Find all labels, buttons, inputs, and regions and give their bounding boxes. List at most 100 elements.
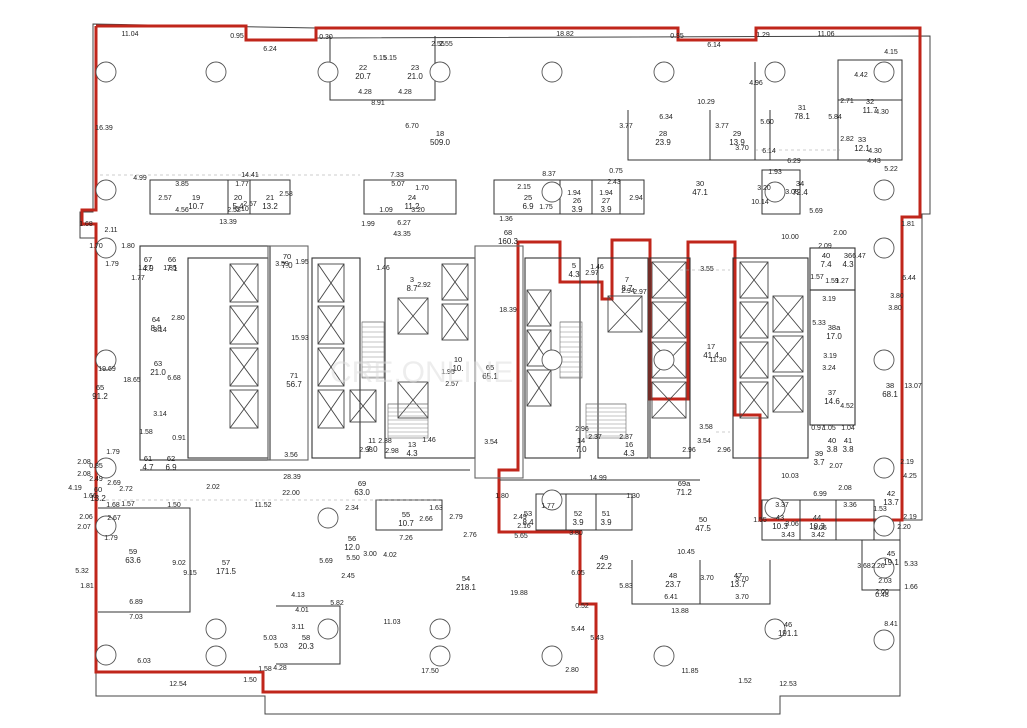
stair-block [387, 403, 429, 439]
dimension-label: 1.57 [121, 501, 135, 508]
dimension-label: 4.99 [133, 175, 147, 182]
dimension-label: 1.77 [541, 503, 555, 510]
room-id: 61 [144, 454, 152, 463]
room-area: 12.1 [854, 144, 870, 153]
dimension-label: 0.48 [875, 592, 889, 599]
dimension-label: 5.15 [383, 55, 397, 62]
dimension-label: 16.39 [95, 125, 113, 132]
dimension-label: 5.82 [330, 600, 344, 607]
room-area: 23.9 [655, 138, 671, 147]
elevator-shaft [397, 381, 429, 419]
column [317, 618, 339, 640]
dimension-label: 2.57 [158, 195, 172, 202]
room-id: 67 [144, 255, 152, 264]
room-id: 38a [828, 323, 841, 332]
dimension-label: 5.65 [514, 533, 528, 540]
dimension-label: 19.69 [98, 366, 116, 373]
room-area: 7.0 [281, 261, 293, 270]
dimension-label: 3.56 [284, 452, 298, 459]
dimension-label: 1.79 [106, 449, 120, 456]
dimension-label: 4.28 [358, 89, 372, 96]
dimension-label: 2.67 [107, 515, 121, 522]
elevator-shaft [229, 263, 259, 303]
room-area: 14.6 [824, 397, 840, 406]
room-area: 4.3 [568, 270, 580, 279]
room-area: 71.2 [676, 488, 692, 497]
dimension-label: 13.07 [904, 383, 922, 390]
dimension-label: 1.05 [822, 425, 836, 432]
room-id: 42 [887, 489, 895, 498]
dimension-label: 6.03 [137, 658, 151, 665]
room-id: 71 [290, 371, 298, 380]
room-area: 13.7 [730, 580, 746, 589]
dimension-label: 3.43 [781, 532, 795, 539]
dimension-label: 5.83 [619, 583, 633, 590]
stair-block [361, 321, 385, 379]
dimension-label: 2.80 [171, 315, 185, 322]
dimension-label: 0.85 [89, 463, 103, 470]
room-id: 69a [678, 479, 691, 488]
dimension-label: 3.70 [700, 575, 714, 582]
dimension-label: 19.88 [510, 590, 528, 597]
dimension-label: 2.96 [575, 426, 589, 433]
dimension-label: 2.55 [431, 41, 445, 48]
dimension-label: 3.55 [700, 266, 714, 273]
room-id: 66 [168, 255, 176, 264]
dimension-label: 9.15 [183, 570, 197, 577]
column [873, 179, 895, 201]
dimension-label: 4.25 [903, 473, 917, 480]
room-id: 55 [402, 510, 410, 519]
room-id: 34 [796, 179, 804, 188]
room-id: 40 [822, 251, 830, 260]
dimension-label: 1.68 [79, 221, 93, 228]
dimension-label: 2.72 [119, 486, 133, 493]
elevator-shaft [317, 263, 345, 303]
room-area: 8.7 [621, 284, 633, 293]
dimension-label: 1.63 [429, 505, 443, 512]
dimension-label: 3.11 [291, 624, 304, 631]
room-area: 3.7 [813, 458, 825, 467]
dimension-label: 5.22 [884, 166, 898, 173]
dimension-label: 1.85 [163, 265, 177, 272]
room-area: 68.1 [882, 390, 898, 399]
dimension-label: 4.30 [868, 148, 882, 155]
dimension-label: 1.94 [599, 190, 613, 197]
stair-block [559, 321, 583, 379]
elevator-shaft [651, 301, 687, 339]
room-id: 53 [524, 509, 532, 518]
dimension-label: 2.49 [513, 514, 527, 521]
dimension-label: 2.98 [385, 448, 399, 455]
dimension-label: 5.03 [263, 635, 277, 642]
room-area: 3.9 [571, 205, 583, 214]
dimension-label: 6.05 [571, 570, 585, 577]
dimension-label: 14.99 [589, 475, 607, 482]
column [541, 349, 563, 371]
column [764, 181, 786, 203]
room-area: 78.1 [794, 112, 810, 121]
dimension-label: 1.46 [422, 437, 436, 444]
room-area: 63.6 [125, 556, 141, 565]
dimension-label: 10.00 [781, 234, 799, 241]
dimension-label: 2.98 [359, 447, 373, 454]
room-id: 60 [94, 485, 102, 494]
room-id: 22 [359, 63, 367, 72]
room-id: 38 [886, 381, 894, 390]
dimension-label: 0.30 [319, 34, 333, 41]
dimension-label: 1.50 [243, 677, 257, 684]
column [541, 61, 563, 83]
room-id: 27 [602, 196, 610, 205]
stairs [361, 321, 627, 439]
dimension-label: 1.30 [626, 493, 640, 500]
dimension-label: 3.37 [775, 502, 789, 509]
dimension-label: 2.07 [77, 524, 91, 531]
room-id: 21 [266, 193, 274, 202]
room-area: 20.7 [355, 72, 371, 81]
elevator-shaft [317, 347, 345, 387]
room-id: 19 [192, 193, 200, 202]
dimension-label: 14.41 [241, 172, 259, 179]
room-id: 40 [828, 436, 836, 445]
column [873, 61, 895, 83]
room-area: 10.3 [809, 522, 825, 531]
dimension-label: 2.71 [840, 98, 854, 105]
